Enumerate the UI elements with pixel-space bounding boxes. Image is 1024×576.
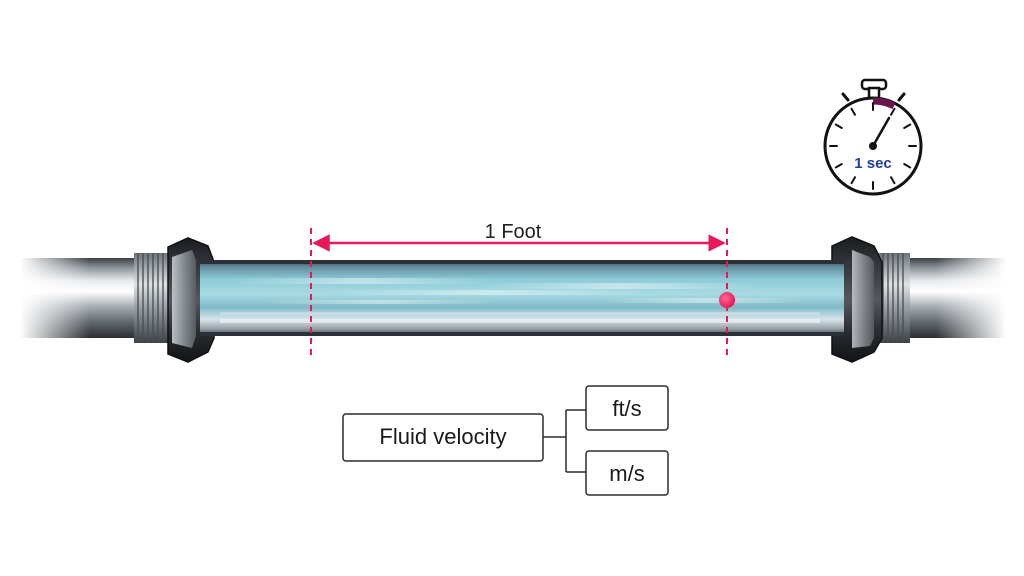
stopwatch-time-label: 1 sec bbox=[854, 155, 892, 172]
measurement-markers: 1 Foot bbox=[310, 221, 735, 360]
left-steel-pipe bbox=[20, 258, 150, 338]
unit-label-m-s: m/s bbox=[609, 461, 644, 486]
left-threaded-fitting bbox=[134, 253, 170, 343]
fluid-velocity-label: Fluid velocity bbox=[379, 424, 506, 449]
right-hex-nut bbox=[831, 236, 883, 363]
stopwatch: 1 sec bbox=[823, 78, 923, 196]
velocity-unit-tree: Fluid velocity ft/s m/s bbox=[342, 385, 669, 496]
elapsed-arc bbox=[872, 97, 896, 110]
distance-label: 1 Foot bbox=[485, 221, 542, 243]
stopwatch-pivot bbox=[869, 142, 877, 150]
unit-box-ft-s bbox=[585, 385, 669, 431]
tree-connector bbox=[543, 409, 586, 473]
fluid-particle-dot bbox=[719, 292, 735, 308]
glass-tube bbox=[200, 260, 844, 336]
stopwatch-ticks bbox=[829, 102, 917, 190]
unit-box-m-s bbox=[585, 450, 669, 496]
stopwatch-hand bbox=[871, 116, 891, 148]
unit-label-ft-s: ft/s bbox=[612, 396, 641, 421]
fluid-flow-streaks bbox=[220, 278, 820, 323]
